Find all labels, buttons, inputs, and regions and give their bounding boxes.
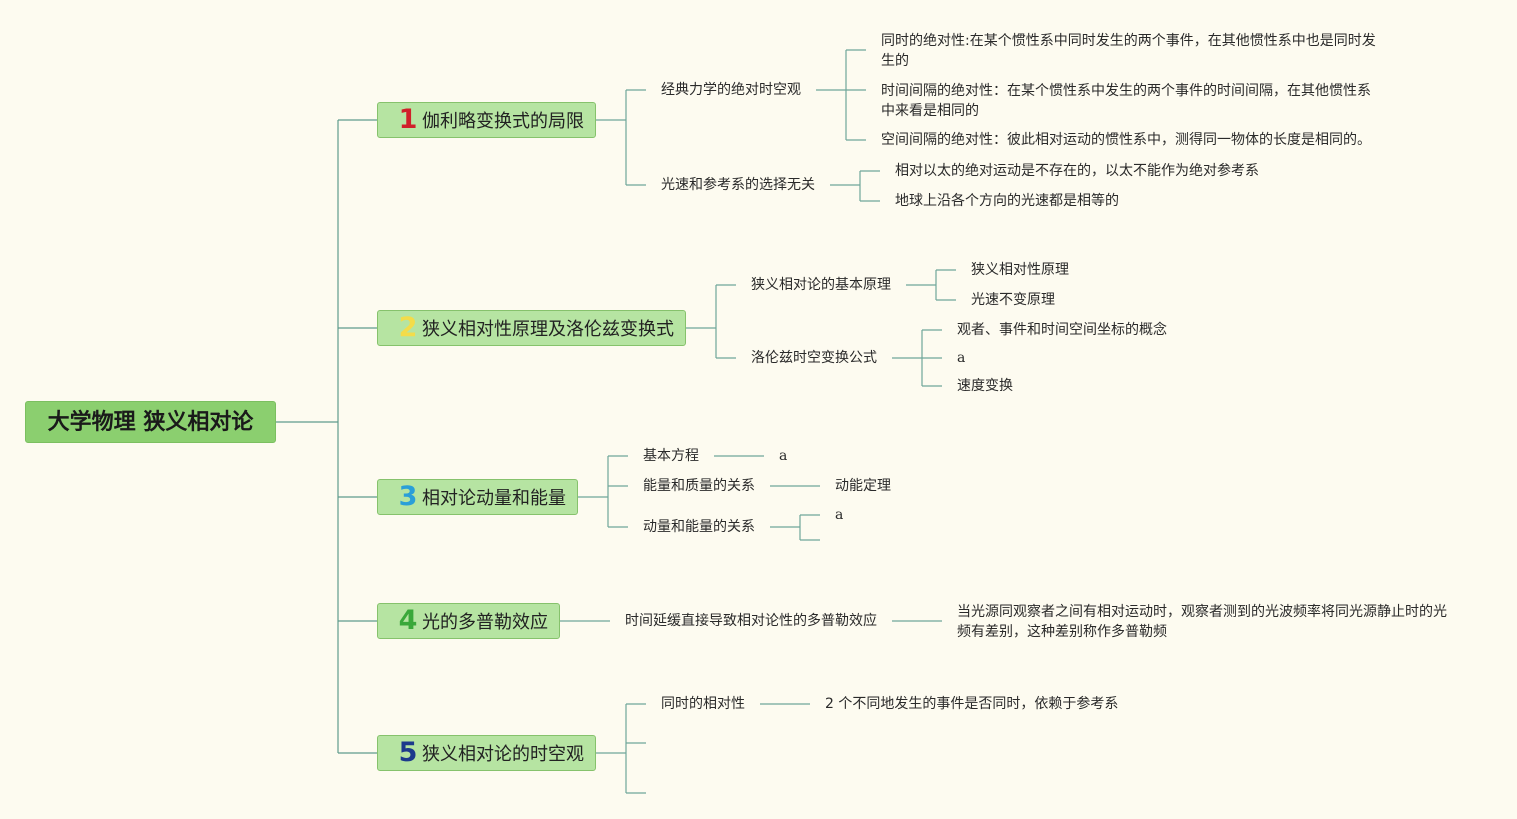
leaf-relativity-principle[interactable]: 狭义相对性原理	[971, 262, 1069, 278]
leaf-absolute-simultaneity[interactable]: 同时的绝对性:在某个惯性系中同时发生的两个事件，在其他惯性系中也是同时发生的	[881, 33, 1376, 69]
topic-4[interactable]: 4 光的多普勒效应	[377, 603, 560, 639]
leaf-absolute-time-interval[interactable]: 时间间隔的绝对性：在某个惯性系中发生的两个事件的时间间隔，在其他惯性系中来看是相…	[881, 83, 1371, 119]
root-topic[interactable]: 大学物理 狭义相对论	[25, 401, 276, 443]
leaf-observer-event-coordinates[interactable]: 观者、事件和时间空间坐标的概念	[957, 322, 1167, 338]
leaf-a[interactable]: a	[835, 507, 844, 523]
leaf-constant-light-speed[interactable]: 光速不变原理	[971, 292, 1055, 308]
subtopic-relativity-of-simultaneity[interactable]: 同时的相对性	[661, 696, 745, 712]
subtopic-momentum-energy[interactable]: 动量和能量的关系	[643, 519, 755, 535]
leaf-kinetic-energy-theorem[interactable]: 动能定理	[835, 478, 891, 494]
subtopic-light-speed-independent[interactable]: 光速和参考系的选择无关	[661, 177, 815, 193]
topic-3-number: 3	[398, 481, 418, 512]
subtopic-time-dilation-doppler[interactable]: 时间延缓直接导致相对论性的多普勒效应	[625, 613, 877, 629]
topic-2-label: 狭义相对性原理及洛伦兹变换式	[422, 319, 674, 340]
leaf-velocity-transform[interactable]: 速度变换	[957, 378, 1013, 394]
topic-5-label: 狭义相对论的时空观	[422, 744, 584, 765]
leaf-earth-light-speed[interactable]: 地球上沿各个方向的光速都是相等的	[895, 193, 1119, 209]
subtopic-lorentz-transform[interactable]: 洛伦兹时空变换公式	[751, 350, 877, 366]
topic-1[interactable]: 1 伽利略变换式的局限	[377, 102, 596, 138]
topic-2-number: 2	[398, 312, 418, 343]
leaf-doppler-definition[interactable]: 当光源同观察者之间有相对运动时，观察者测到的光波频率将同光源静止时的光频有差别，…	[957, 604, 1447, 640]
subtopic-basic-principles[interactable]: 狭义相对论的基本原理	[751, 277, 891, 293]
topic-5-number: 5	[398, 737, 418, 768]
leaf-a[interactable]: a	[957, 350, 966, 366]
subtopic-basic-equation[interactable]: 基本方程	[643, 448, 699, 464]
topic-4-number: 4	[398, 605, 418, 636]
topic-3[interactable]: 3 相对论动量和能量	[377, 479, 578, 515]
topic-2[interactable]: 2 狭义相对性原理及洛伦兹变换式	[377, 310, 686, 346]
topic-1-number: 1	[398, 104, 418, 135]
topic-1-label: 伽利略变换式的局限	[422, 111, 584, 132]
subtopic-classical-absolute-spacetime[interactable]: 经典力学的绝对时空观	[661, 82, 801, 98]
topic-4-label: 光的多普勒效应	[422, 612, 548, 633]
leaf-simultaneity-depends-on-frame[interactable]: 2 个不同地发生的事件是否同时，依赖于参考系	[825, 696, 1119, 712]
leaf-absolute-space-interval[interactable]: 空间间隔的绝对性：彼此相对运动的惯性系中，测得同一物体的长度是相同的。	[881, 132, 1371, 148]
subtopic-energy-mass[interactable]: 能量和质量的关系	[643, 478, 755, 494]
topic-3-label: 相对论动量和能量	[422, 488, 566, 509]
leaf-no-ether[interactable]: 相对以太的绝对运动是不存在的，以太不能作为绝对参考系	[895, 163, 1259, 179]
leaf-a[interactable]: a	[779, 448, 788, 464]
topic-5[interactable]: 5 狭义相对论的时空观	[377, 735, 596, 771]
